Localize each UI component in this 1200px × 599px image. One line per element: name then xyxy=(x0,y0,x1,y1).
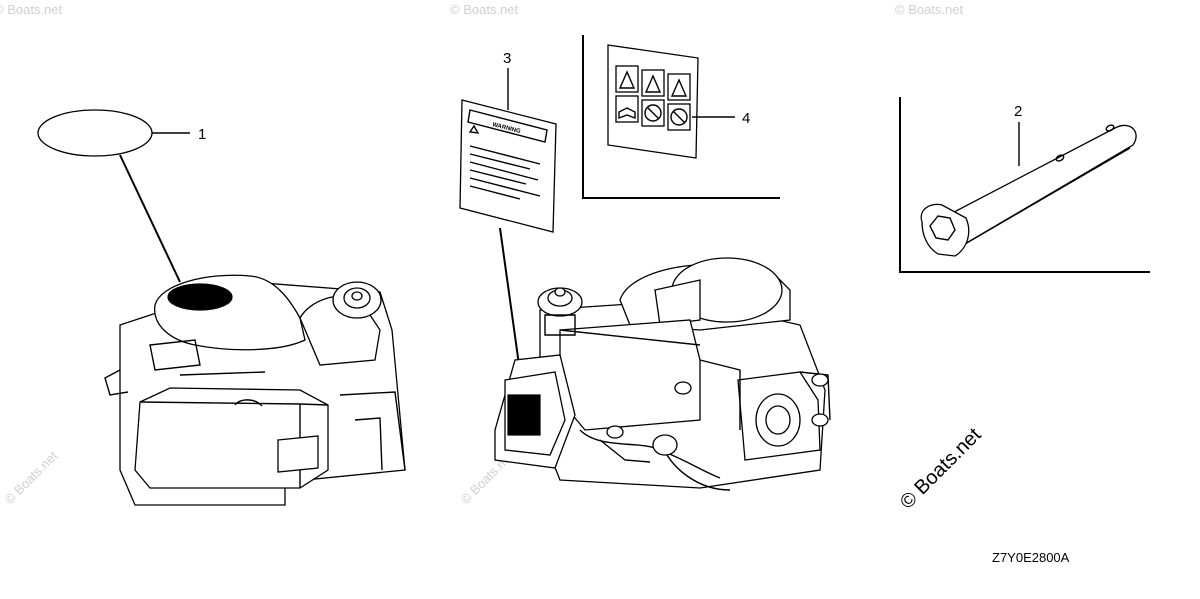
cap-seal-part xyxy=(37,109,153,157)
callout-3: 3 xyxy=(503,50,511,67)
safety-label-frame xyxy=(582,35,780,199)
engine-left xyxy=(104,274,406,506)
engine-label-block xyxy=(507,394,541,436)
diagram-code: Z7Y0E2800A xyxy=(992,550,1070,565)
manual-icon xyxy=(615,95,639,123)
safety-label-part xyxy=(607,44,699,159)
wrench-frame xyxy=(899,97,1150,273)
callout-4: 4 xyxy=(742,110,750,127)
engine-middle xyxy=(494,257,831,491)
watermark-text: © Boats.net xyxy=(0,2,63,17)
callout-2: 2 xyxy=(1014,103,1022,120)
watermark-text: © Boats.net xyxy=(2,448,61,507)
warning-label-part: WARNING xyxy=(459,99,557,233)
copyright-text: © Boats.net xyxy=(896,424,986,514)
leader-line-1 xyxy=(119,154,181,283)
spark-plug-wrench-part xyxy=(920,124,1137,257)
watermark-text: © Boats.net xyxy=(895,2,964,17)
leader-line-3-engine xyxy=(499,227,521,373)
callout-1: 1 xyxy=(198,126,206,143)
watermark-text: © Boats.net xyxy=(450,2,519,17)
